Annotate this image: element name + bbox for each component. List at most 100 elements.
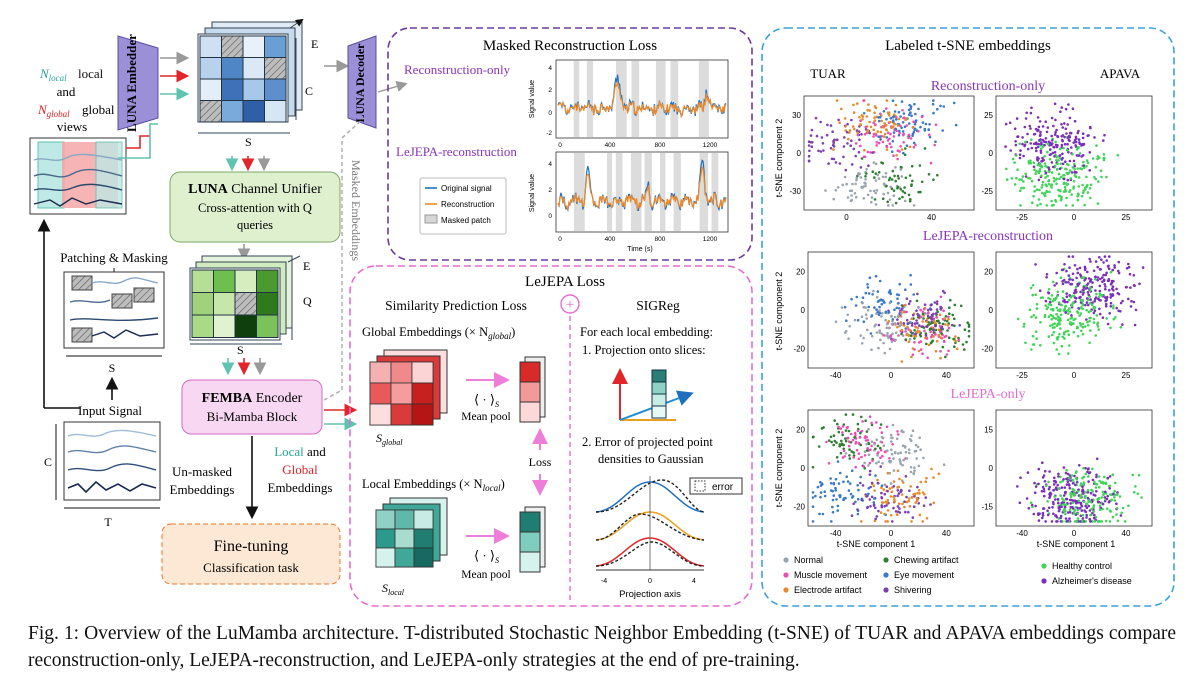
tsne-point	[893, 174, 896, 178]
tsne-point	[869, 448, 872, 452]
tsne-point	[1065, 167, 1068, 171]
tsne-point	[1026, 471, 1030, 474]
tsne-point	[1095, 314, 1099, 317]
tsne-point	[913, 122, 917, 126]
tsne-point	[1070, 314, 1073, 317]
tsne-point	[917, 107, 920, 111]
tsne-point	[852, 147, 856, 151]
masked-recon-title: Masked Reconstruction Loss	[483, 38, 657, 54]
tsne-point	[1064, 517, 1068, 520]
tsne-point	[1032, 142, 1036, 146]
tsne-point	[1078, 520, 1082, 523]
masked-patch-band	[673, 153, 681, 231]
tsne-point	[890, 178, 894, 181]
tsne-point	[877, 116, 880, 119]
tsne-point	[1040, 489, 1044, 493]
tsne-point	[822, 149, 825, 152]
tsne-point	[849, 144, 852, 147]
tsne-point	[1106, 494, 1109, 498]
tsne-point	[1035, 188, 1039, 191]
tsne-point	[1103, 255, 1107, 258]
tsne-point	[1111, 285, 1115, 288]
svg-text:Slocal: Slocal	[382, 581, 405, 597]
tsne-point	[914, 334, 918, 338]
tsne-point	[1130, 299, 1133, 303]
tsne-point	[1079, 324, 1083, 327]
tsne-point	[827, 462, 831, 465]
tsne-point	[892, 480, 896, 483]
tsne-point	[839, 451, 843, 455]
tsne-point	[1057, 159, 1060, 162]
tsne-point	[873, 111, 876, 115]
tsne-point	[1030, 179, 1034, 183]
tsne-point	[1041, 156, 1044, 160]
tsne-point	[836, 460, 840, 463]
tsne-point	[886, 520, 889, 523]
tsne-point	[890, 187, 894, 190]
tsne-point	[861, 186, 864, 190]
tsne-point	[1089, 289, 1092, 292]
tsne-point	[1107, 279, 1111, 282]
tsne-point	[902, 141, 905, 144]
tsne-point	[1016, 135, 1020, 138]
tsne-point	[1111, 473, 1115, 477]
tsne-point	[1104, 304, 1108, 308]
tsne-point	[897, 301, 900, 305]
tsne-point	[832, 145, 836, 148]
tsne-point	[1036, 116, 1040, 119]
tsne-point	[1037, 482, 1040, 486]
tsne-point	[899, 115, 902, 118]
tsne-point	[860, 520, 863, 523]
legend-marker	[883, 572, 889, 578]
tsne-point	[884, 520, 887, 523]
tsne-point	[1076, 334, 1080, 338]
tsne-point	[899, 451, 903, 455]
tsne-point	[898, 458, 901, 461]
tsne-point	[932, 99, 935, 102]
tsne-point	[932, 111, 935, 115]
tsne-point	[883, 450, 887, 454]
tsne-ytick: 0	[989, 149, 994, 158]
tsne-point	[1041, 296, 1044, 299]
tsne-point	[1054, 200, 1058, 203]
tsne-point	[1108, 288, 1111, 292]
tsne-point	[891, 169, 895, 173]
tsne-point	[1063, 122, 1066, 125]
svg-text:Sglobal: Sglobal	[376, 431, 403, 447]
tsne-point	[1101, 276, 1104, 279]
tsne-point	[887, 311, 891, 314]
tsne-point	[1047, 303, 1051, 306]
tsne-point	[860, 455, 863, 459]
tsne-point	[844, 437, 847, 440]
svg-text:⟨ · ⟩S: ⟨ · ⟩S	[474, 548, 499, 565]
tsne-point	[912, 471, 916, 475]
tsne-point	[895, 118, 898, 121]
tsne-point	[1100, 258, 1103, 262]
tsne-point	[1019, 204, 1022, 207]
tsne-point	[919, 448, 922, 452]
tsne-point	[880, 441, 884, 444]
tsne-point	[1098, 504, 1102, 508]
tsne-point	[896, 489, 900, 492]
svg-text:Mean pool: Mean pool	[461, 411, 511, 423]
tsne-point	[1056, 290, 1060, 294]
tsne-point	[1015, 117, 1019, 120]
tsne-point	[1111, 287, 1114, 291]
tsne-point	[1029, 161, 1032, 165]
tsne-point	[888, 487, 892, 490]
tsne-point	[939, 350, 942, 353]
tsne-point	[853, 431, 857, 435]
tsne-point	[875, 421, 878, 424]
tsne-point	[921, 520, 924, 523]
tsne-point	[1096, 276, 1100, 279]
tsne-point	[1060, 486, 1064, 489]
tensor-cell	[221, 100, 244, 123]
tsne-point	[896, 430, 899, 433]
tsne-point	[921, 320, 925, 323]
tsne-point	[943, 335, 946, 339]
tsne-xtick: -25	[1016, 213, 1028, 222]
tsne-point	[1068, 484, 1071, 487]
tsne-point	[1110, 498, 1113, 502]
tsne-point	[1055, 336, 1059, 340]
tsne-point	[919, 190, 922, 194]
